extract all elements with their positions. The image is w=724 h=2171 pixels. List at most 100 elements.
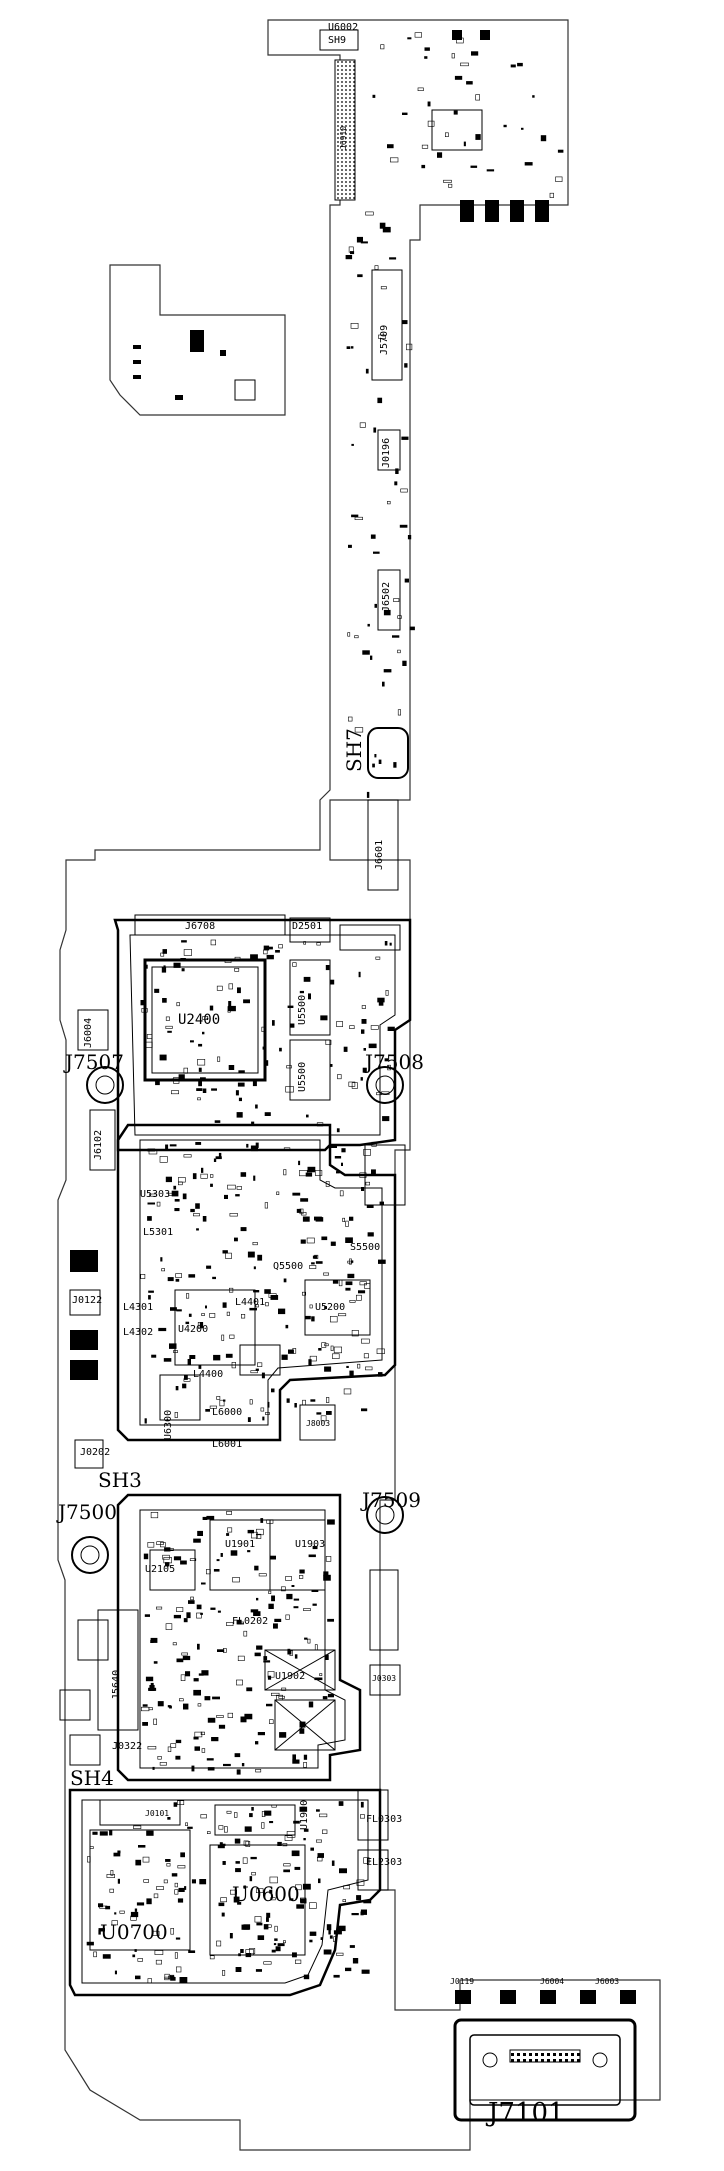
label-j5640: J5640 — [111, 1669, 122, 1700]
smd-component — [370, 534, 376, 539]
smd-component — [354, 516, 363, 521]
smd-component — [341, 1148, 346, 1153]
smd-component — [424, 47, 430, 51]
smd-component — [173, 1350, 178, 1353]
smd-component — [184, 1375, 188, 1380]
smd-component — [342, 1899, 346, 1902]
smd-component — [251, 1531, 258, 1539]
smd-component — [237, 1655, 245, 1661]
smd-component — [269, 1821, 274, 1824]
smd-component — [517, 62, 523, 67]
smd-component — [250, 1609, 259, 1613]
smd-component — [200, 1814, 207, 1819]
smd-component — [345, 1967, 352, 1972]
smd-component — [269, 1889, 273, 1894]
smd-component — [524, 162, 533, 166]
smd-component — [337, 1074, 342, 1080]
smd-component — [264, 1202, 269, 1209]
smd-component — [98, 1928, 105, 1932]
smd-component — [277, 1943, 285, 1947]
smd-component — [253, 1611, 261, 1616]
smd-component — [197, 1530, 203, 1536]
smd-component — [163, 1879, 168, 1884]
smd-component — [364, 1283, 371, 1289]
smd-component — [314, 1677, 323, 1681]
smd-component — [171, 1078, 179, 1081]
smd-component — [363, 1857, 370, 1864]
label-fl0303: FL0303 — [366, 1814, 403, 1825]
smd-component — [308, 1701, 314, 1708]
smd-component — [193, 1213, 200, 1217]
smd-component — [198, 1043, 203, 1047]
smd-component — [238, 1953, 241, 1957]
smd-component — [156, 1886, 165, 1890]
smd-component — [510, 64, 516, 68]
smd-component — [177, 1898, 184, 1903]
smd-component — [235, 1868, 241, 1873]
smd-component — [286, 1398, 290, 1403]
smd-component — [168, 1548, 174, 1552]
smd-component — [244, 1713, 253, 1720]
smd-component — [257, 1935, 265, 1940]
label-u0700: U0700 — [100, 1920, 168, 1944]
smd-component — [299, 1208, 304, 1215]
label-j6601: J6601 — [374, 839, 385, 870]
smd-component — [254, 1916, 262, 1923]
smd-component — [177, 1800, 185, 1805]
smd-component — [448, 183, 453, 188]
smd-component — [270, 1295, 279, 1300]
smd-component — [143, 964, 148, 969]
smd-component — [301, 1291, 306, 1296]
smd-component — [362, 1067, 367, 1073]
smd-component — [295, 1884, 302, 1891]
smd-component — [211, 1737, 219, 1742]
smd-component — [336, 1128, 340, 1133]
label-u6300: U6300 — [163, 1409, 174, 1440]
smd-component — [216, 1559, 220, 1562]
smd-component — [240, 1949, 244, 1953]
smd-component — [309, 1355, 317, 1362]
smd-component — [137, 1958, 143, 1962]
smd-component — [294, 1866, 301, 1870]
smd-component — [176, 1002, 180, 1007]
smd-component — [154, 988, 160, 993]
smd-component — [417, 87, 424, 92]
smd-component — [274, 1925, 278, 1932]
smd-component — [281, 1586, 286, 1592]
smd-component — [367, 1232, 374, 1237]
smd-component — [309, 1265, 317, 1269]
smd-component — [407, 37, 412, 40]
smd-component — [304, 1315, 311, 1320]
smd-component — [330, 979, 335, 985]
smd-component — [355, 1294, 362, 1301]
smd-component — [345, 1220, 349, 1227]
smd-component — [265, 1412, 270, 1416]
smd-component — [278, 944, 283, 949]
smd-component — [327, 1519, 335, 1525]
smd-component — [308, 1359, 312, 1366]
smd-component — [149, 1193, 157, 1197]
smd-component — [197, 1643, 200, 1650]
smd-component — [195, 1142, 202, 1145]
smd-component — [292, 1759, 300, 1764]
smd-component — [230, 1550, 238, 1556]
smd-component — [181, 968, 185, 972]
smd-component — [303, 1838, 306, 1841]
smd-component — [292, 1952, 297, 1958]
smd-component — [350, 251, 355, 255]
smd-component — [162, 949, 167, 954]
smd-component — [227, 1712, 233, 1718]
smd-component — [188, 1950, 196, 1953]
smd-component — [218, 1724, 226, 1729]
smd-component — [358, 971, 361, 978]
label-j6708: J6708 — [185, 921, 216, 932]
smd-component — [346, 346, 351, 349]
smd-component — [230, 1889, 238, 1895]
smd-component — [309, 1939, 313, 1943]
smd-component — [206, 1515, 215, 1520]
smd-component — [336, 1171, 340, 1174]
smd-component — [102, 1954, 111, 1959]
smd-component — [325, 1556, 332, 1562]
label-u5303: U5303 — [140, 1189, 171, 1200]
smd-component — [193, 1678, 199, 1682]
